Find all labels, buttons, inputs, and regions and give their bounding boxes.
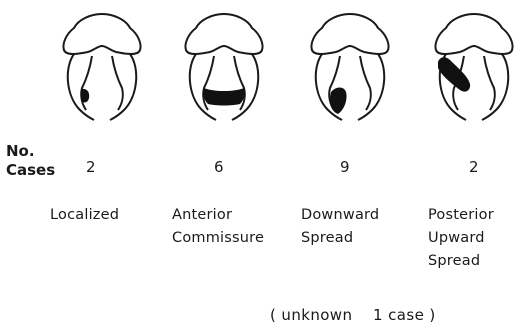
- larynx-figure-posterior-upward: [424, 6, 521, 126]
- lesion-downward-spread: [330, 88, 347, 115]
- case-count-downward: 9: [330, 158, 360, 176]
- category-localized: Localized: [50, 204, 119, 227]
- category-downward-spread: Downward Spread: [301, 204, 379, 250]
- larynx-outline-icon: [424, 6, 521, 126]
- case-count-localized: 2: [76, 158, 106, 176]
- larynx-figure-anterior-commissure: [174, 6, 274, 126]
- larynx-outline-icon: [300, 6, 400, 126]
- larynx-outline-icon: [174, 6, 274, 126]
- category-anterior-commissure: Anterior Commissure: [172, 204, 264, 250]
- case-count-anterior-commissure: 6: [204, 158, 234, 176]
- larynx-outline-icon: [52, 6, 152, 126]
- lesion-anterior-commissure: [203, 88, 245, 106]
- row-label-no-cases: No. Cases: [6, 142, 55, 180]
- case-count-posterior-upward: 2: [459, 158, 489, 176]
- lesion-localized: [81, 89, 89, 103]
- larynx-figure-downward: [300, 6, 400, 126]
- footnote-unknown: ( unknown 1 case ): [270, 306, 436, 324]
- category-posterior-upward-spread: Posterior Upward Spread: [428, 204, 494, 273]
- larynx-figure-localized: [52, 6, 152, 126]
